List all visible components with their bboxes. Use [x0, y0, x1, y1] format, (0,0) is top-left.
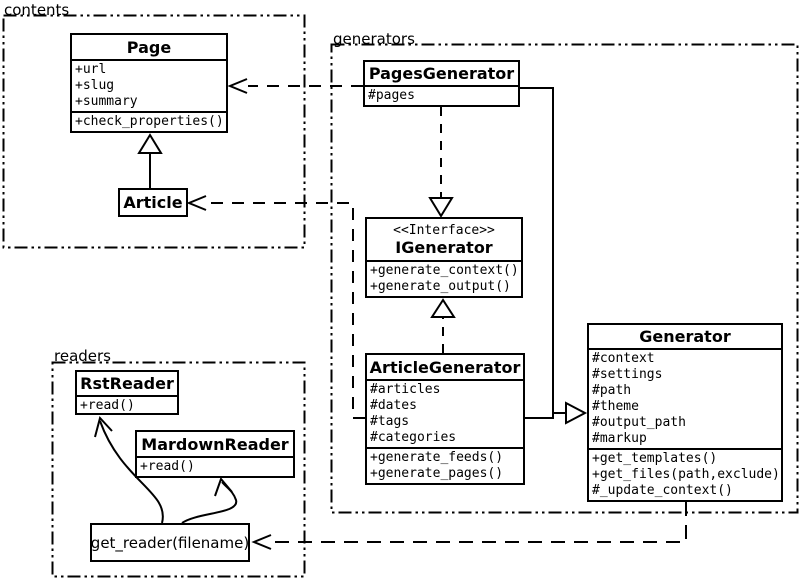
- function-get-reader-label: get_reader(filename): [90, 533, 250, 552]
- class-igenerator-title: <<Interface>> IGenerator: [367, 219, 521, 260]
- dependency-generator-to-getreader: [251, 502, 687, 550]
- attribute: #markup: [592, 431, 647, 446]
- method: +read(): [80, 398, 135, 413]
- attribute: #theme: [592, 399, 639, 414]
- attribute: +slug: [75, 78, 115, 93]
- generalization-articlegenerator-to-generator: [525, 413, 554, 419]
- class-articlegenerator-attributes: #articles #dates #tags #categories: [367, 379, 523, 447]
- class-rstreader-methods: +read(): [77, 395, 177, 415]
- class-generator-title: Generator: [639, 327, 731, 346]
- class-generator-methods: +get_templates() +get_files(path,exclude…: [589, 448, 781, 500]
- class-igenerator: <<Interface>> IGenerator +generate_conte…: [365, 217, 523, 298]
- attribute: #categories: [370, 430, 457, 445]
- attribute: #path: [592, 383, 632, 398]
- method: #_update_context(): [592, 483, 733, 498]
- class-mardownreader-title: MardownReader: [141, 434, 289, 454]
- generalization-pagesgenerator-to-generator: [520, 87, 588, 425]
- class-pagesgenerator: PagesGenerator #pages: [363, 60, 520, 107]
- attribute: #settings: [592, 367, 663, 382]
- arrow-getreader-to-mardownreader: [181, 477, 238, 524]
- function-get-reader-box: get_reader(filename): [90, 523, 250, 562]
- dependency-articlegenerator-to-article: [186, 195, 365, 419]
- arrow-getreader-to-rstreader: [94, 415, 164, 524]
- dependency-pagesgenerator-to-page: [227, 78, 363, 94]
- package-readers-label: readers: [54, 347, 111, 365]
- method: +get_files(path,exclude): [592, 467, 780, 482]
- attribute: +summary: [75, 94, 138, 109]
- class-rstreader: RstReader +read(): [75, 370, 179, 415]
- method: +generate_context(): [370, 263, 519, 278]
- class-page: Page +url +slug +summary +check_properti…: [70, 33, 228, 133]
- class-page-methods: +check_properties(): [72, 111, 226, 131]
- class-articlegenerator-title: ArticleGenerator: [369, 357, 521, 377]
- class-generator-attributes: #context #settings #path #theme #output_…: [589, 348, 781, 448]
- package-generators-frame: [330, 43, 799, 514]
- class-igenerator-name: IGenerator: [395, 237, 493, 257]
- class-igenerator-methods: +generate_context() +generate_output(): [367, 260, 521, 296]
- method: +get_templates(): [592, 451, 718, 466]
- class-generator: Generator #context #settings #path #them…: [587, 323, 783, 502]
- package-contents-label: contents: [4, 1, 70, 19]
- method: +generate_output(): [370, 279, 511, 294]
- method: +check_properties(): [75, 114, 224, 129]
- attribute: +url: [75, 62, 107, 77]
- package-contents-frame: [2, 14, 306, 249]
- class-page-title: Page: [126, 37, 172, 57]
- class-pagesgenerator-title: PagesGenerator: [368, 64, 515, 83]
- class-page-attributes: +url +slug +summary: [72, 59, 226, 111]
- class-articlegenerator: ArticleGenerator #articles #dates #tags …: [365, 353, 525, 485]
- method: +generate_pages(): [370, 466, 504, 481]
- attribute: #dates: [370, 398, 417, 413]
- class-articlegenerator-methods: +generate_feeds() +generate_pages(): [367, 447, 523, 483]
- generalization-article-to-page: [137, 133, 163, 188]
- attribute: #output_path: [592, 415, 686, 430]
- attribute: #context: [592, 351, 655, 366]
- class-pagesgenerator-attributes: #pages: [365, 85, 518, 105]
- realization-articlegenerator-to-igenerator: [430, 298, 456, 353]
- class-article-title: Article: [123, 193, 183, 212]
- attribute: #pages: [368, 88, 415, 103]
- attribute: #articles: [370, 382, 441, 397]
- method: +read(): [140, 459, 195, 474]
- method: +generate_feeds(): [370, 450, 504, 465]
- package-generators-label: generators: [333, 30, 415, 48]
- class-mardownreader-methods: +read(): [137, 456, 293, 476]
- class-igenerator-stereotype: <<Interface>>: [393, 222, 495, 238]
- class-mardownreader: MardownReader +read(): [135, 430, 295, 478]
- package-readers-frame: [51, 361, 306, 578]
- attribute: #tags: [370, 414, 410, 429]
- class-rstreader-title: RstReader: [80, 374, 174, 393]
- realization-pagesgenerator-to-igenerator: [428, 107, 454, 218]
- class-article: Article: [118, 188, 188, 217]
